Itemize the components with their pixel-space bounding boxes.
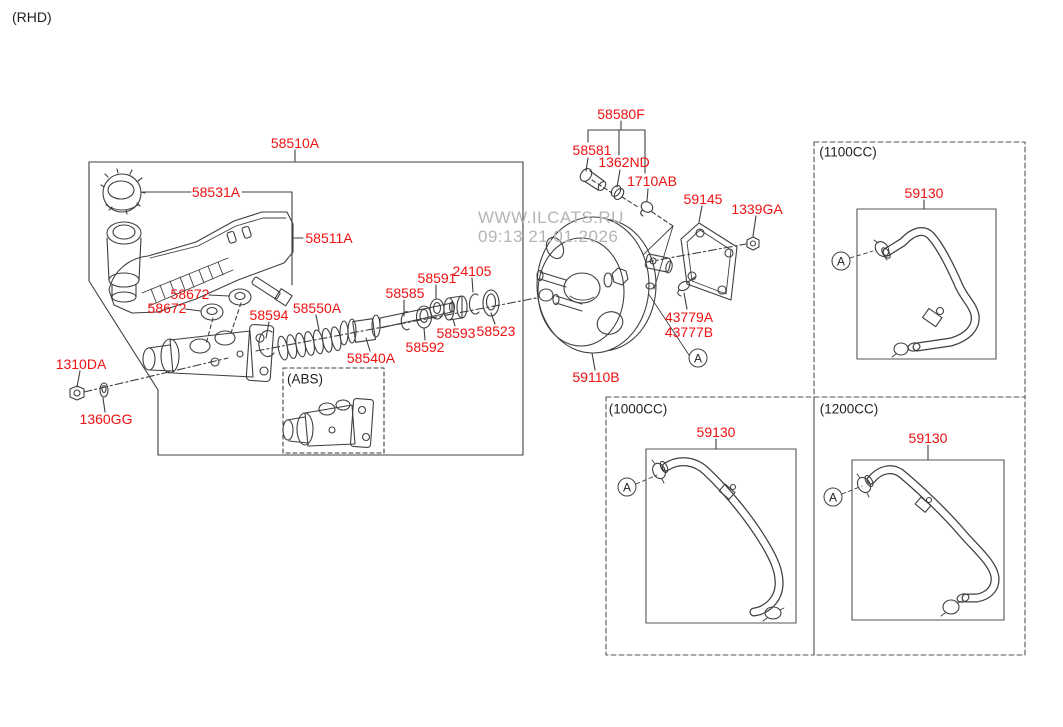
part-label-58672-upper[interactable]: 58672 (170, 286, 210, 302)
reservoir-tank-drawing (108, 211, 294, 314)
part-label-58510a[interactable]: 58510A (270, 135, 320, 151)
rhd-note: (RHD) (12, 9, 52, 25)
part-label-59145[interactable]: 59145 (683, 191, 723, 207)
part-label-59130-1200cc[interactable]: 59130 (908, 430, 948, 446)
part-label-58581[interactable]: 58581 (572, 142, 612, 158)
detail-marker-a-1200cc: A (823, 487, 843, 507)
part-label-43777b[interactable]: 43777B (664, 324, 714, 340)
part-label-58594[interactable]: 58594 (249, 307, 289, 323)
panel-caption-1000cc: (1000CC) (608, 401, 668, 417)
part-label-58523[interactable]: 58523 (476, 323, 516, 339)
watermark-line1: WWW.ILCATS.RU (478, 208, 624, 227)
main-box-outline (88, 161, 524, 456)
hose-1000cc-drawing (635, 457, 785, 622)
part-label-59130-1000cc[interactable]: 59130 (696, 424, 736, 440)
part-label-1710ab[interactable]: 1710AB (627, 173, 677, 189)
abs-cylinder-drawing (282, 398, 374, 448)
part-label-58585[interactable]: 58585 (385, 285, 425, 301)
master-cylinder-drawing (142, 323, 275, 383)
part-label-59110b[interactable]: 59110B (572, 369, 620, 385)
hose-1100cc-drawing (849, 227, 980, 358)
gasket-drawing (677, 222, 760, 301)
part-label-59130-1100cc[interactable]: 59130 (904, 185, 944, 201)
booster-drawing (536, 216, 673, 354)
part-label-1360gg[interactable]: 1360GG (79, 411, 133, 427)
exploded-part-dashes (205, 179, 674, 345)
part-label-58672-lower[interactable]: 58672 (147, 300, 187, 316)
part-label-1339ga[interactable]: 1339GA (731, 201, 783, 217)
piston-parts-drawing (258, 289, 500, 361)
watermark-line2: 09:13 21.01.2026 (478, 227, 619, 246)
part-label-58511a[interactable]: 58511A (305, 230, 353, 246)
part-label-58540a[interactable]: 58540A (346, 350, 396, 366)
mount-nut-washer-drawing (69, 382, 109, 401)
part-label-58550a[interactable]: 58550A (292, 300, 342, 316)
abs-caption: (ABS) (286, 371, 324, 387)
hose-1200cc-drawing (841, 465, 1000, 617)
reservoir-cap-drawing (100, 168, 146, 215)
part-label-1362nd[interactable]: 1362ND (598, 154, 650, 170)
booster-bolt-kit-drawing (579, 168, 654, 217)
detail-marker-a-1100cc: A (831, 251, 851, 271)
part-label-58592[interactable]: 58592 (405, 339, 445, 355)
variant-panel-boxes (605, 141, 1026, 656)
part-label-58580f[interactable]: 58580F (597, 106, 645, 122)
panel-caption-1200cc: (1200CC) (819, 401, 879, 417)
part-label-1310da[interactable]: 1310DA (55, 356, 107, 372)
part-label-43779a[interactable]: 43779A (664, 309, 714, 325)
panel-caption-1100cc: (1100CC) (819, 144, 877, 160)
part-label-58531a[interactable]: 58531A (191, 184, 241, 200)
part-label-58593[interactable]: 58593 (436, 325, 476, 341)
watermark: WWW.ILCATS.RU 09:13 21.01.2026 (478, 208, 624, 246)
detail-marker-a-1000cc: A (617, 477, 637, 497)
detail-marker-a-main: A (688, 348, 708, 368)
part-label-24105[interactable]: 24105 (452, 263, 492, 279)
part-label-58591[interactable]: 58591 (417, 270, 457, 286)
filler-neck-drawing (106, 221, 142, 303)
grommets-drawing (200, 288, 252, 321)
leader-lines (76, 120, 929, 461)
